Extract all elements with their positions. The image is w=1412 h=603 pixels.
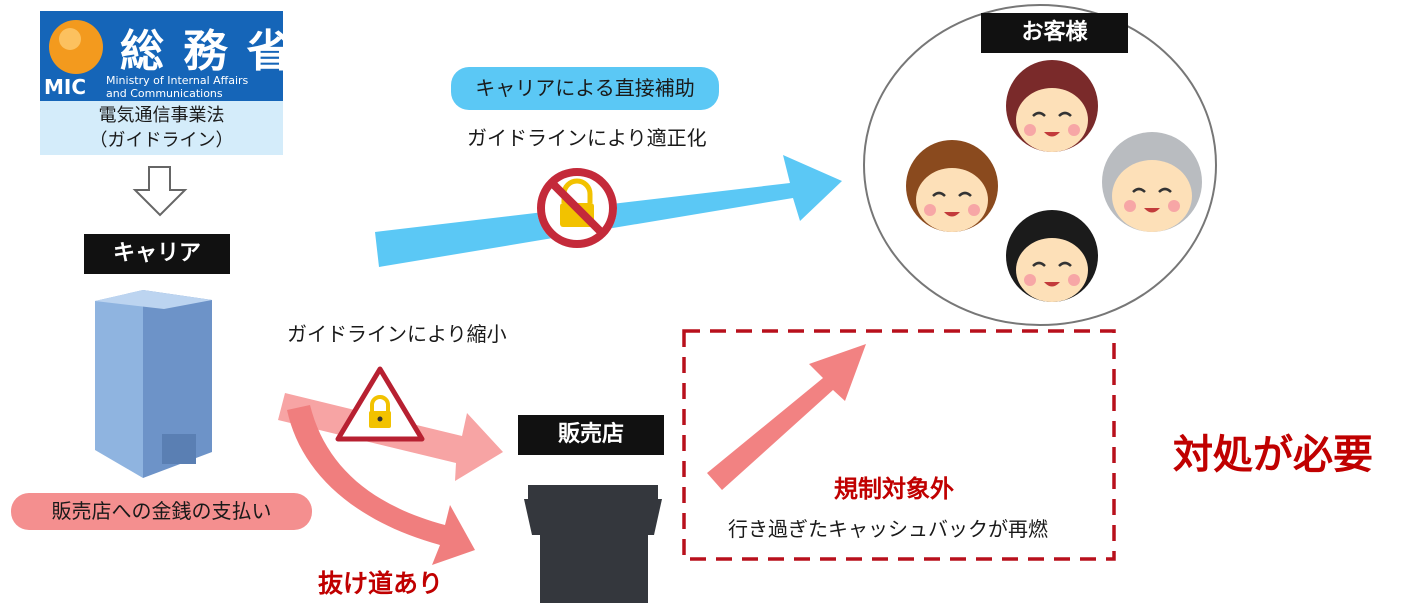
payment-label: 販売店への金銭の支払い [11,493,312,530]
face-icon [1006,210,1098,302]
unregulated-box [682,329,1116,561]
customers-label: お客様 [981,13,1128,53]
face-icon [1102,132,1202,232]
shop-label: 販売店 [518,415,664,455]
prohibited-lock-icon [537,168,617,248]
face-icon [906,140,998,232]
loophole-label: 抜け道あり [318,569,444,598]
loophole-arrow [287,405,475,565]
mic-logo-icon [49,20,103,74]
down-arrow-icon [132,166,188,217]
mic-logo-jp: 総 務 省 [120,26,293,77]
unregulated-desc: 行き過ぎたキャッシュバックが再燃 [728,517,1048,541]
shop-icon [524,485,662,603]
shrink-note: ガイドラインにより縮小 [287,322,507,346]
carrier-label: キャリア [84,234,230,274]
law-box: 電気通信事業法 （ガイドライン） [40,101,283,155]
warning-lock-icon [335,366,425,442]
direct-subsidy-label: キャリアによる直接補助 [451,67,719,110]
mic-logo: 総 務 省 MIC Ministry of Internal Affairs a… [40,11,291,101]
action-needed: 対処が必要 [1173,432,1373,478]
law-line-1: 電気通信事業法 [98,105,225,126]
law-line-2: （ガイドライン） [89,130,234,151]
cashback-arrow [707,344,866,490]
mic-logo-abbr: MIC [44,75,87,99]
building-icon [95,290,212,478]
mic-logo-en-1: Ministry of Internal Affairs [106,74,249,87]
customers-circle [863,4,1217,326]
face-icon [1006,60,1098,152]
mic-logo-en-2: and Communications [106,87,223,100]
direct-subsidy-note: ガイドラインにより適正化 [467,126,707,150]
unregulated-title: 規制対象外 [834,475,954,503]
